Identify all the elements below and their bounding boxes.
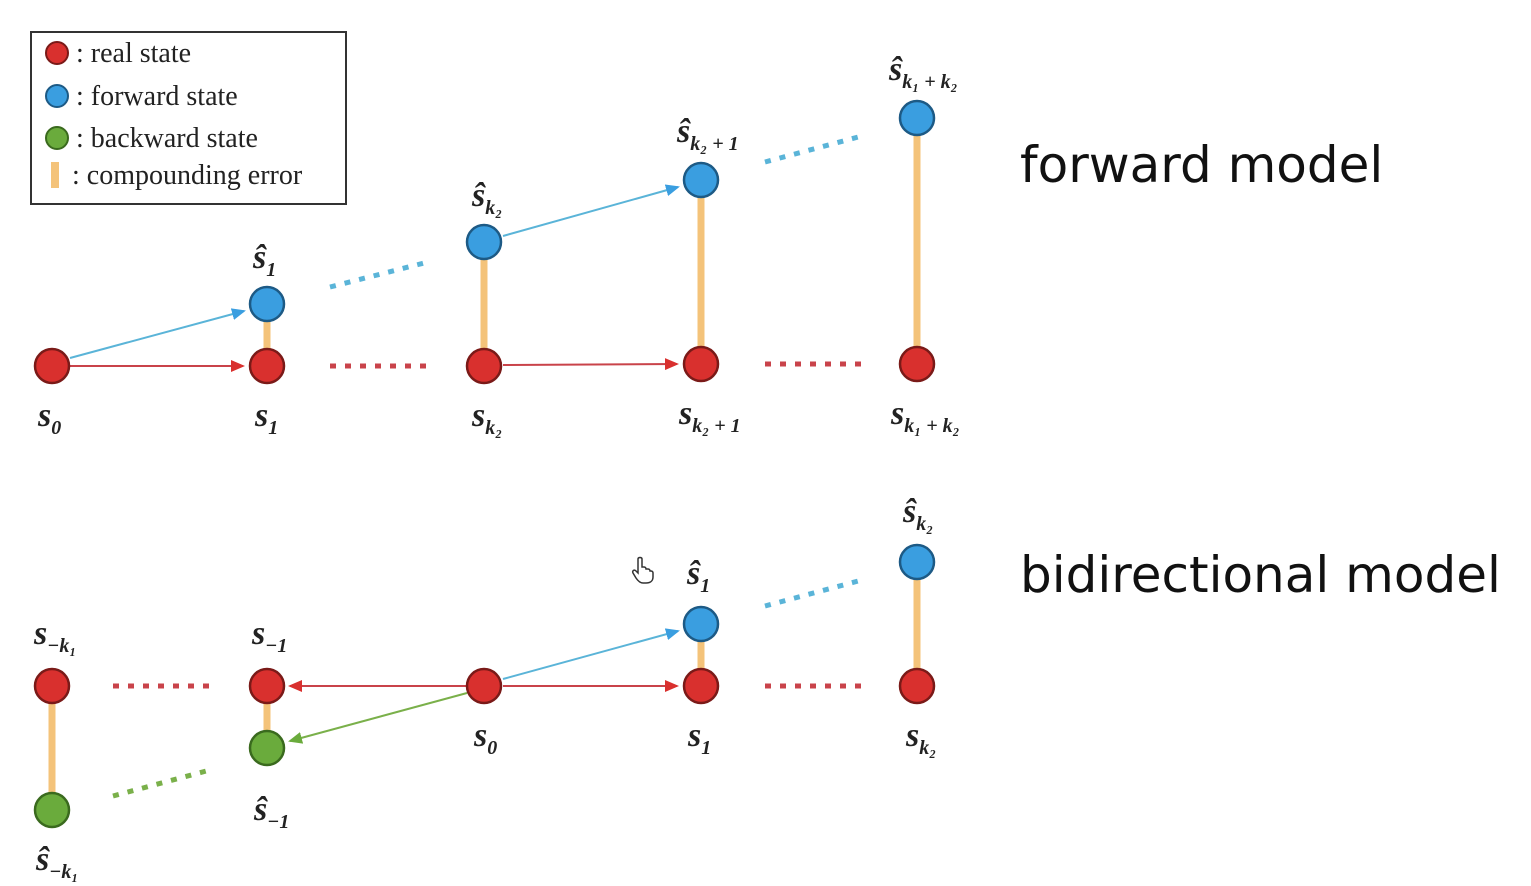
title-forward-model: forward model [1020, 136, 1383, 194]
dots-forward-1 [329, 259, 429, 290]
label-b-s-mk1: s−k₁ [33, 615, 76, 657]
node-s0 [33, 347, 71, 385]
node-hat-sk2 [465, 223, 503, 261]
node-b-s-mk1 [33, 667, 71, 705]
node-hat-sk1pk2 [898, 99, 936, 137]
legend-backward-dot [45, 126, 69, 150]
node-b-s1 [682, 667, 720, 705]
title-bidirectional-model: bidirectional model [1020, 546, 1501, 604]
bidirectional-model: s−k₁ s−1 s0 s1 sk₂ ŝ1 ŝk₂ ŝ−1 ŝ−k₁ bidir… [33, 493, 1501, 883]
label-s0: s0 [37, 397, 61, 439]
dots-b-forward [764, 577, 863, 609]
node-b-hat-sk2 [898, 543, 936, 581]
legend-backward-label: : backward state [76, 123, 258, 154]
arrow-b-s0-hat-s-m1 [288, 692, 468, 744]
dots-forward-2 [764, 133, 863, 165]
label-hat-sk1pk2: ŝk₁ + k₂ [888, 51, 958, 93]
label-b-hat-s-mk1: ŝ−k₁ [35, 841, 78, 883]
label-s1: s1 [254, 397, 278, 439]
label-sk1pk2: sk₁ + k₂ [890, 395, 960, 437]
node-b-sk2 [898, 667, 936, 705]
legend-box [30, 31, 347, 205]
label-b-s1: s1 [687, 717, 711, 759]
label-hat-sk2: ŝk₂ [471, 177, 502, 219]
node-b-s0 [465, 667, 503, 705]
label-b-sk2: sk₂ [905, 717, 936, 759]
dots-b-backward [112, 767, 211, 799]
legend: : real state : forward state : backward … [30, 31, 347, 205]
label-b-hat-s1: ŝ1 [686, 555, 710, 597]
node-sk2 [465, 347, 503, 385]
label-sk2: sk₂ [471, 397, 502, 439]
node-s1 [248, 347, 286, 385]
arrow-s0-hat-s1 [69, 308, 246, 359]
label-b-hat-s-m1: ŝ−1 [253, 791, 289, 833]
hand-cursor-icon [632, 556, 654, 584]
legend-forward-dot [45, 84, 69, 108]
label-sk2p1: sk₂ + 1 [678, 395, 741, 437]
arrow-b-s0-hat-s1 [502, 628, 680, 680]
node-b-hat-s-mk1 [33, 791, 71, 829]
forward-model: s0 s1 sk₂ sk₂ + 1 sk₁ + k₂ ŝ1 ŝk₂ ŝk₂ + … [33, 51, 1383, 439]
arrow-sk2-sk2p1-real [502, 358, 679, 371]
legend-real-label: : real state [76, 38, 191, 69]
node-b-hat-s1 [682, 605, 720, 643]
node-sk2p1 [682, 345, 720, 383]
node-b-s-m1 [248, 667, 286, 705]
node-b-hat-s-m1 [248, 729, 286, 767]
arrow-hat-sk2-hat-sk2p1 [502, 184, 680, 237]
legend-forward-label: : forward state [76, 81, 238, 112]
label-hat-sk2p1: ŝk₂ + 1 [676, 113, 739, 155]
label-b-hat-sk2: ŝk₂ [902, 493, 933, 535]
label-hat-s1: ŝ1 [252, 239, 276, 281]
node-hat-sk2p1 [682, 161, 720, 199]
node-hat-s1 [248, 285, 286, 323]
label-b-s0: s0 [473, 717, 497, 759]
legend-error-label: : compounding error [72, 160, 303, 191]
legend-error-bar [51, 162, 59, 188]
legend-real-dot [45, 41, 69, 65]
label-b-s-m1: s−1 [251, 615, 287, 657]
node-sk1pk2 [898, 345, 936, 383]
